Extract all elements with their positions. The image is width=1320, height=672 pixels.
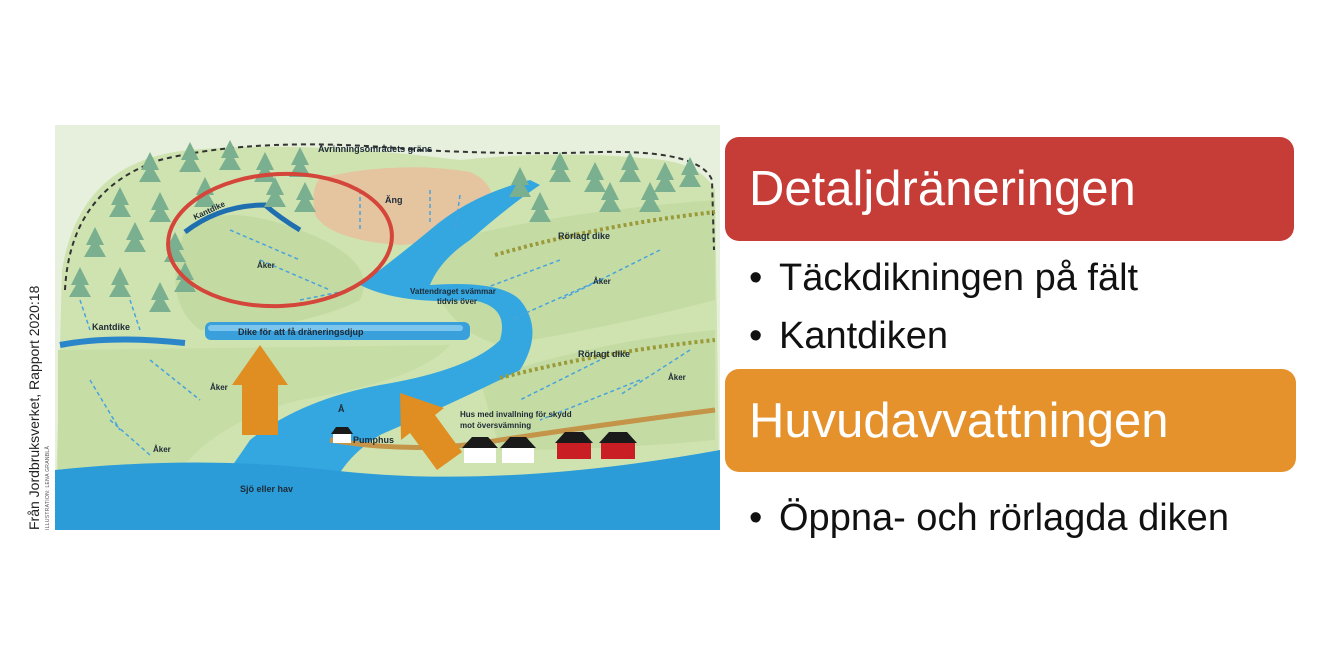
house-red-2 [599, 432, 637, 459]
label-flooding-1: Vattendraget svämmar [410, 287, 496, 296]
tree-icon [294, 182, 316, 212]
label-houses-1: Hus med invallning för skydd [460, 410, 572, 419]
label-houses-2: mot översvämning [460, 421, 531, 430]
tree-icon [69, 267, 91, 297]
label-flooding-2: tidvis över [437, 297, 477, 306]
tree-icon [124, 222, 146, 252]
detaljdraneringen-box: Detaljdräneringen [725, 137, 1294, 241]
orange-arrow-left [232, 345, 288, 435]
label-field-4: Åker [668, 373, 686, 382]
top-kantdike [183, 202, 302, 234]
tree-icon [509, 167, 531, 197]
bullet-dot: • [749, 315, 763, 357]
detaljdraneringen-list: • Täckdikningen på fält • Kantdiken [742, 257, 1138, 373]
tree-icon [619, 152, 641, 182]
label-field-1: Åker [257, 261, 275, 270]
house-white-1 [462, 437, 498, 463]
label-piped-ditch-2: Rörlagt dike [578, 349, 630, 359]
tree-icon [679, 157, 701, 187]
bullet-dot: • [749, 497, 763, 539]
tree-icon [599, 182, 621, 212]
piped-ditch-1 [494, 210, 716, 257]
tree-icon [109, 187, 131, 217]
list-item-text: Kantdiken [779, 315, 949, 357]
list-item: • Kantdiken [742, 315, 1138, 358]
tree-icon [529, 192, 551, 222]
list-item-text: Täckdikningen på fält [779, 257, 1139, 299]
list-item: • Täckdikningen på fält [742, 257, 1138, 300]
tree-icon [289, 147, 311, 177]
highlight-ring [166, 171, 394, 309]
field-right-upper [420, 200, 715, 345]
house-white-2 [500, 437, 536, 463]
label-field-5: Åker [153, 445, 171, 454]
huvudavvattningen-title: Huvudavvattningen [749, 393, 1169, 448]
label-pump-house: Pumphus [353, 435, 394, 445]
tree-icon [639, 182, 661, 212]
tree-icon [179, 142, 201, 172]
huvudavvattningen-list: • Öppna- och rörlagda diken [742, 497, 1262, 540]
tree-icon [549, 152, 571, 182]
tree-icon [584, 162, 606, 192]
tree-icon [109, 267, 131, 297]
pump-house [331, 427, 353, 443]
label-field-3: Åker [593, 277, 611, 286]
watershed-boundary [64, 143, 715, 291]
embankment [329, 407, 716, 450]
tree-icon [654, 162, 676, 192]
tree-icon [149, 192, 171, 222]
label-kantdike-left: Kantdike [92, 322, 130, 332]
source-credit: Från Jordbruksverket, Rapport 2020:18 [26, 285, 42, 530]
sea [55, 450, 720, 530]
tree-icon [149, 282, 171, 312]
tree-icon [264, 177, 286, 207]
drain-ditch-highlight [208, 325, 463, 331]
illustration-credit: ILLUSTRATION: LENA GRANBLÅ [45, 445, 51, 530]
label-field-2: Åker [210, 383, 228, 392]
tree-icon [84, 227, 106, 257]
tree-icon [219, 140, 241, 170]
label-meadow: Äng [385, 195, 403, 205]
list-item: • Öppna- och rörlagda diken [742, 497, 1262, 540]
bullet-dot: • [749, 257, 763, 299]
tree-icon [139, 152, 161, 182]
huvudavvattningen-box: Huvudavvattningen [725, 369, 1296, 472]
label-sea: Sjö eller hav [240, 484, 293, 494]
left-kantdike [59, 336, 186, 348]
drainage-arrows [79, 190, 691, 456]
piped-ditch-2 [499, 338, 716, 380]
label-piped-ditch-1: Rörlagt dike [558, 231, 610, 241]
label-river: Å [338, 404, 345, 414]
river [210, 180, 540, 495]
list-item-text: Öppna- och rörlagda diken [779, 497, 1229, 539]
house-red-1 [555, 432, 593, 459]
detaljdraneringen-title: Detaljdräneringen [749, 162, 1136, 216]
label-drain-ditch: Dike för att få dräneringsdjup [238, 327, 364, 337]
label-watershed: Avrinningsområdets gräns [318, 144, 432, 154]
orange-arrow-right [400, 393, 462, 470]
